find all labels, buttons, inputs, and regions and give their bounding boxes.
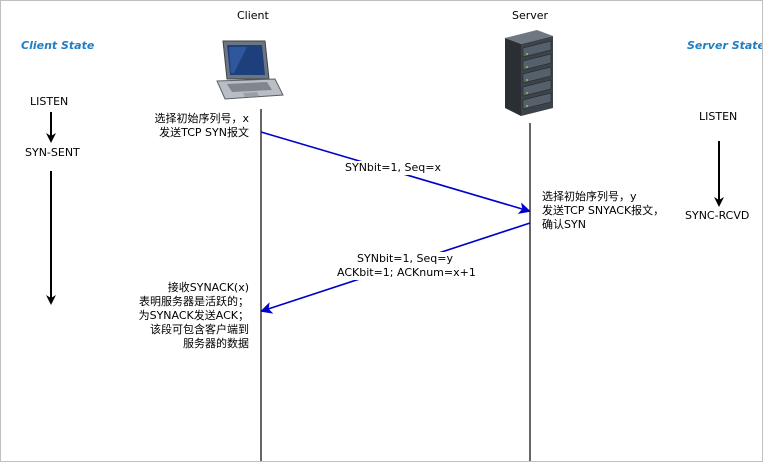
client-step3-note: 接收SYNACK(x) 表明服务器是活跃的； 为SYNACK发送ACK； 该段可… — [138, 281, 249, 350]
client-state-synsent: SYN-SENT — [25, 146, 80, 159]
client-label: Client — [237, 9, 269, 22]
client-state-listen: LISTEN — [30, 95, 69, 108]
client-state-heading: Client State — [21, 39, 95, 52]
server-state-listen: LISTEN — [699, 110, 738, 123]
server-label: Server — [512, 9, 549, 22]
server-state-syncrcvd: SYNC-RCVD — [685, 209, 750, 222]
server-rack-icon — [505, 30, 553, 116]
client-step1-note: 选择初始序列号，x 发送TCP SYN报文 — [154, 112, 249, 139]
synack-message-label: SYNbit=1, Seq=y ACKbit=1; ACKnum=x+1 — [337, 252, 476, 280]
laptop-icon — [216, 40, 284, 100]
server-state-heading: Server State — [687, 39, 763, 52]
syn-message-label: SYNbit=1, Seq=x — [344, 161, 442, 175]
server-step2-note: 选择初始序列号，y 发送TCP SNYACK报文， 确认SYN — [542, 190, 665, 231]
